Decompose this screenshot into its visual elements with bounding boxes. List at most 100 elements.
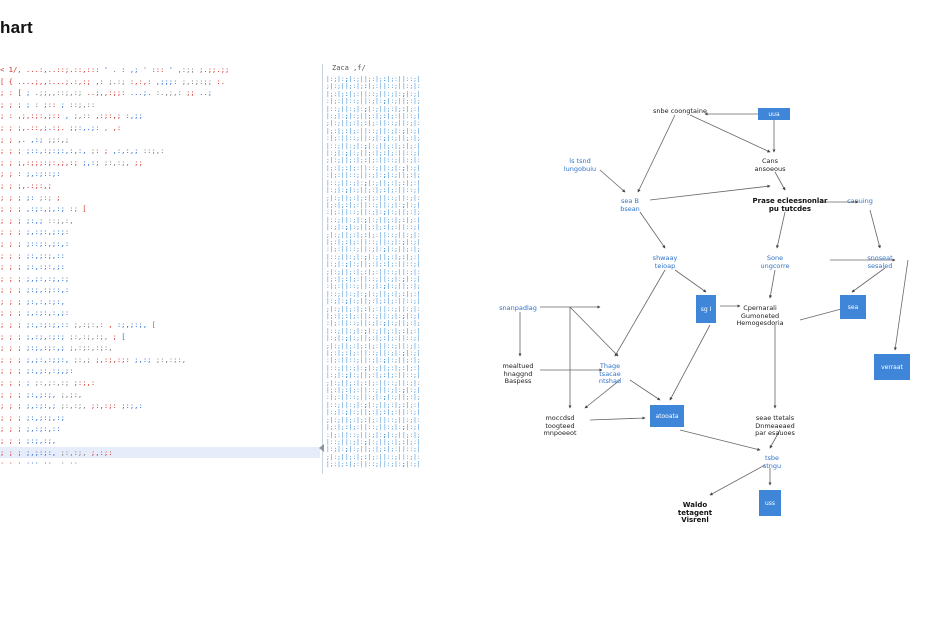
diagram-node-line: Gumoneted (740, 311, 780, 320)
code-line[interactable]: ; ; ; ;:;,:;, ;,:;, (0, 459, 87, 464)
output-column: :|;:| |::;| |:;|:; ;|:;| |;:|;: :|;:| |:… (383, 76, 406, 469)
diagram-node-line: mealtued (502, 362, 534, 370)
diagram-box-b1[interactable]: uua (758, 108, 790, 120)
diagram-node-line: canuing (847, 197, 873, 205)
page-title: hart (0, 18, 33, 37)
diagram-node-line: tetagent (677, 508, 713, 517)
diagram-node-line: pu tutcdes (768, 204, 812, 213)
code-line[interactable]: ; ; ; ;,:;:,:: (0, 424, 65, 434)
code-line[interactable]: ; ; ; ;: ;:; ; (0, 192, 65, 202)
diagram-box-b3[interactable]: sea (840, 295, 866, 319)
diagram-node-line: ntshad (598, 377, 622, 386)
diagram-node-line: Baspess (504, 377, 532, 386)
code-line[interactable]: ; ; ;,:;;;:;:,;,:; ;,:; ;:,:;, ;; (0, 157, 148, 167)
output-columns[interactable]: |:;|:; ;|:;| |;:|;: :|;:| |::;| |:;|:; ;… (326, 64, 422, 474)
pane-divider (322, 64, 323, 474)
code-line[interactable]: ; ; ; ;:,:,:;:, (0, 296, 70, 306)
diagram-node-line: tsbe (764, 454, 780, 462)
diagram-node-line: snanpadlag (499, 304, 537, 312)
code-line[interactable]: ; ; ; ;:;,:;:,; ;,:;:,:;:, (0, 343, 117, 353)
code-line[interactable]: ; ; ; ;:,:;:,;: (0, 262, 70, 272)
code-line[interactable]: ; ; ; ,:;:,;,:; :; [ (0, 204, 91, 214)
code-line[interactable]: ; ; ; ;::;:,;:,: (0, 238, 74, 248)
diagram-node-line: Visrenl (681, 516, 709, 525)
diagram-node-line: ungcorre (760, 261, 790, 270)
code-line[interactable]: ; ; ; ;,:;:,; ;:,:;, ;:,:;: ;:;,: (0, 401, 148, 411)
diagram-node-line: Thage (599, 362, 621, 370)
diagram-node-line: stngu (762, 461, 782, 470)
code-line[interactable]: ; ; ; ;::,:;:;:,:,:, ;: ; ,:,:,; ::;,: (0, 146, 169, 156)
code-line[interactable]: ; ; ; ;:,;:;,:: (0, 250, 70, 260)
diagram-node-n10[interactable]: snanpadlag (499, 304, 537, 313)
diagram-edges (518, 112, 909, 496)
output-column: |;:|;: :|;:| |::;| |:;|:; ;|:;| |;:|;: :… (364, 76, 387, 469)
code-editor[interactable]: < 1/, ...:,..::;.::,::: ' . : ,; ' ::: '… (0, 64, 320, 464)
diagram-node-line: hnaggnd (503, 369, 533, 378)
flow-diagram[interactable]: uua sg I sea verraat atooata uss snbe coongtai… (440, 80, 930, 540)
splitter-handle-icon[interactable] (319, 444, 324, 452)
diagram-box-b4[interactable]: verraat (874, 354, 910, 380)
code-line[interactable]: ; ; : ;,:;::;: (0, 169, 65, 179)
diagram-node-line: Prase ecleesnonlar (752, 197, 828, 205)
diagram-node-line: par esauoes (755, 429, 795, 438)
diagram-node-line: ansoeous (754, 164, 786, 173)
diagram-node-line: snbe coongtaine (653, 107, 707, 115)
diagram-node-line: ls tsnd (569, 157, 591, 165)
diagram-node-n6[interactable]: canuing (847, 197, 873, 206)
code-line[interactable]: ; ; ; ;:;,:;::,: (0, 285, 74, 295)
code-line[interactable]: [ { ....;,,:...;.:,:; ,: ;.:; :,:,: ,;;;… (0, 76, 230, 86)
code-line[interactable]: ; ; ; ;:,; ::;,:, (0, 215, 78, 225)
code-line[interactable]: ; ; ; ; : ;:: ; ::;,:: (0, 99, 100, 109)
diagram-node-line: teioap (654, 261, 676, 270)
diagram-node-line: sesaled (867, 261, 893, 270)
code-line[interactable]: ; ; ; ;,:;:,:,;: (0, 308, 74, 318)
diagram-node-line: shwaay (652, 254, 678, 262)
diagram-node-line: Cans (761, 157, 779, 165)
code-line[interactable]: ; ; ; ;,;:,:;;:, ;:,; ;,:;,:;: ;,:; ;:,:… (0, 354, 191, 364)
diagram-node-line: Dnmeaeaed (755, 421, 795, 430)
code-line[interactable]: ; : ,;,:;:,;:: , ;,:: ,:;:,; :,;; (0, 111, 148, 121)
code-line[interactable]: < 1/, ...:,..::;.::,::: ' . : ,; ' ::: '… (0, 65, 234, 74)
output-column: |::;| |:;|:; ;|:;| |;:|;: :|;:| |::;| |:… (402, 76, 422, 469)
code-line[interactable]: ; ; ;,.:;:,; (0, 180, 57, 190)
code-line[interactable]: ; ; ; ;:;,:;, (0, 436, 61, 445)
code-line[interactable]: ; ; ,. ,:; ;;:,; (0, 134, 74, 144)
diagram-node-line: lungobuiu (563, 164, 597, 173)
diagram-node-line: mnpoeeot (543, 429, 577, 438)
diagram-node-line: seae ttetals (755, 414, 795, 422)
code-line[interactable]: ; ; ; ;:,:;:;,:: ;,:;:,: , :;,;:;, [ (0, 320, 161, 330)
diagram-box-b5[interactable]: atooata (650, 405, 684, 427)
code-line[interactable]: ; ; ; ;,;:,:;,:; (0, 273, 74, 283)
code-line[interactable]: ; ; ; ; ;:,;:,:; ;:;,: (0, 378, 100, 388)
diagram-node-line: toogteed (545, 421, 575, 430)
code-line[interactable]: ; ; ; ;,:;,:;:; ;:,:;,:;, ; [ (0, 331, 130, 341)
code-line[interactable]: ; : [ ; .;;,,::;,:; ..;,,:;;: ...;. :.,;… (0, 88, 217, 98)
code-line[interactable]: ; ; ;,.::,;.:;. ;;:,.;: , ,: (0, 122, 126, 132)
code-line[interactable]: ; ; ; ;:,;:;,:; (0, 412, 70, 422)
diagram-box-b2[interactable]: sg I (696, 295, 716, 323)
diagram-node-n1[interactable]: snbe coongtaine (653, 107, 707, 116)
code-line[interactable]: ; ; ; ;:,;:;, ;,;:, (0, 389, 87, 399)
output-column: |:;|:; ;|:;| |;:|;: :|;:| |::;| |:;|:; ;… (326, 76, 349, 469)
code-line[interactable]: ; ; ; ;,;:;:, ;:,:;, ;,:;: (0, 446, 320, 459)
code-line[interactable]: ; ; ; ;,:;:,;:;: (0, 227, 74, 237)
diagram-node-line: moccdsd (545, 414, 575, 422)
diagram-node-line: Sone (766, 254, 784, 262)
code-line[interactable]: ; ; ; ;:,;:,:;,;: (0, 366, 78, 376)
diagram-node-line: Cpernarali (743, 304, 777, 312)
diagram-box-b6[interactable]: uss (759, 490, 781, 516)
